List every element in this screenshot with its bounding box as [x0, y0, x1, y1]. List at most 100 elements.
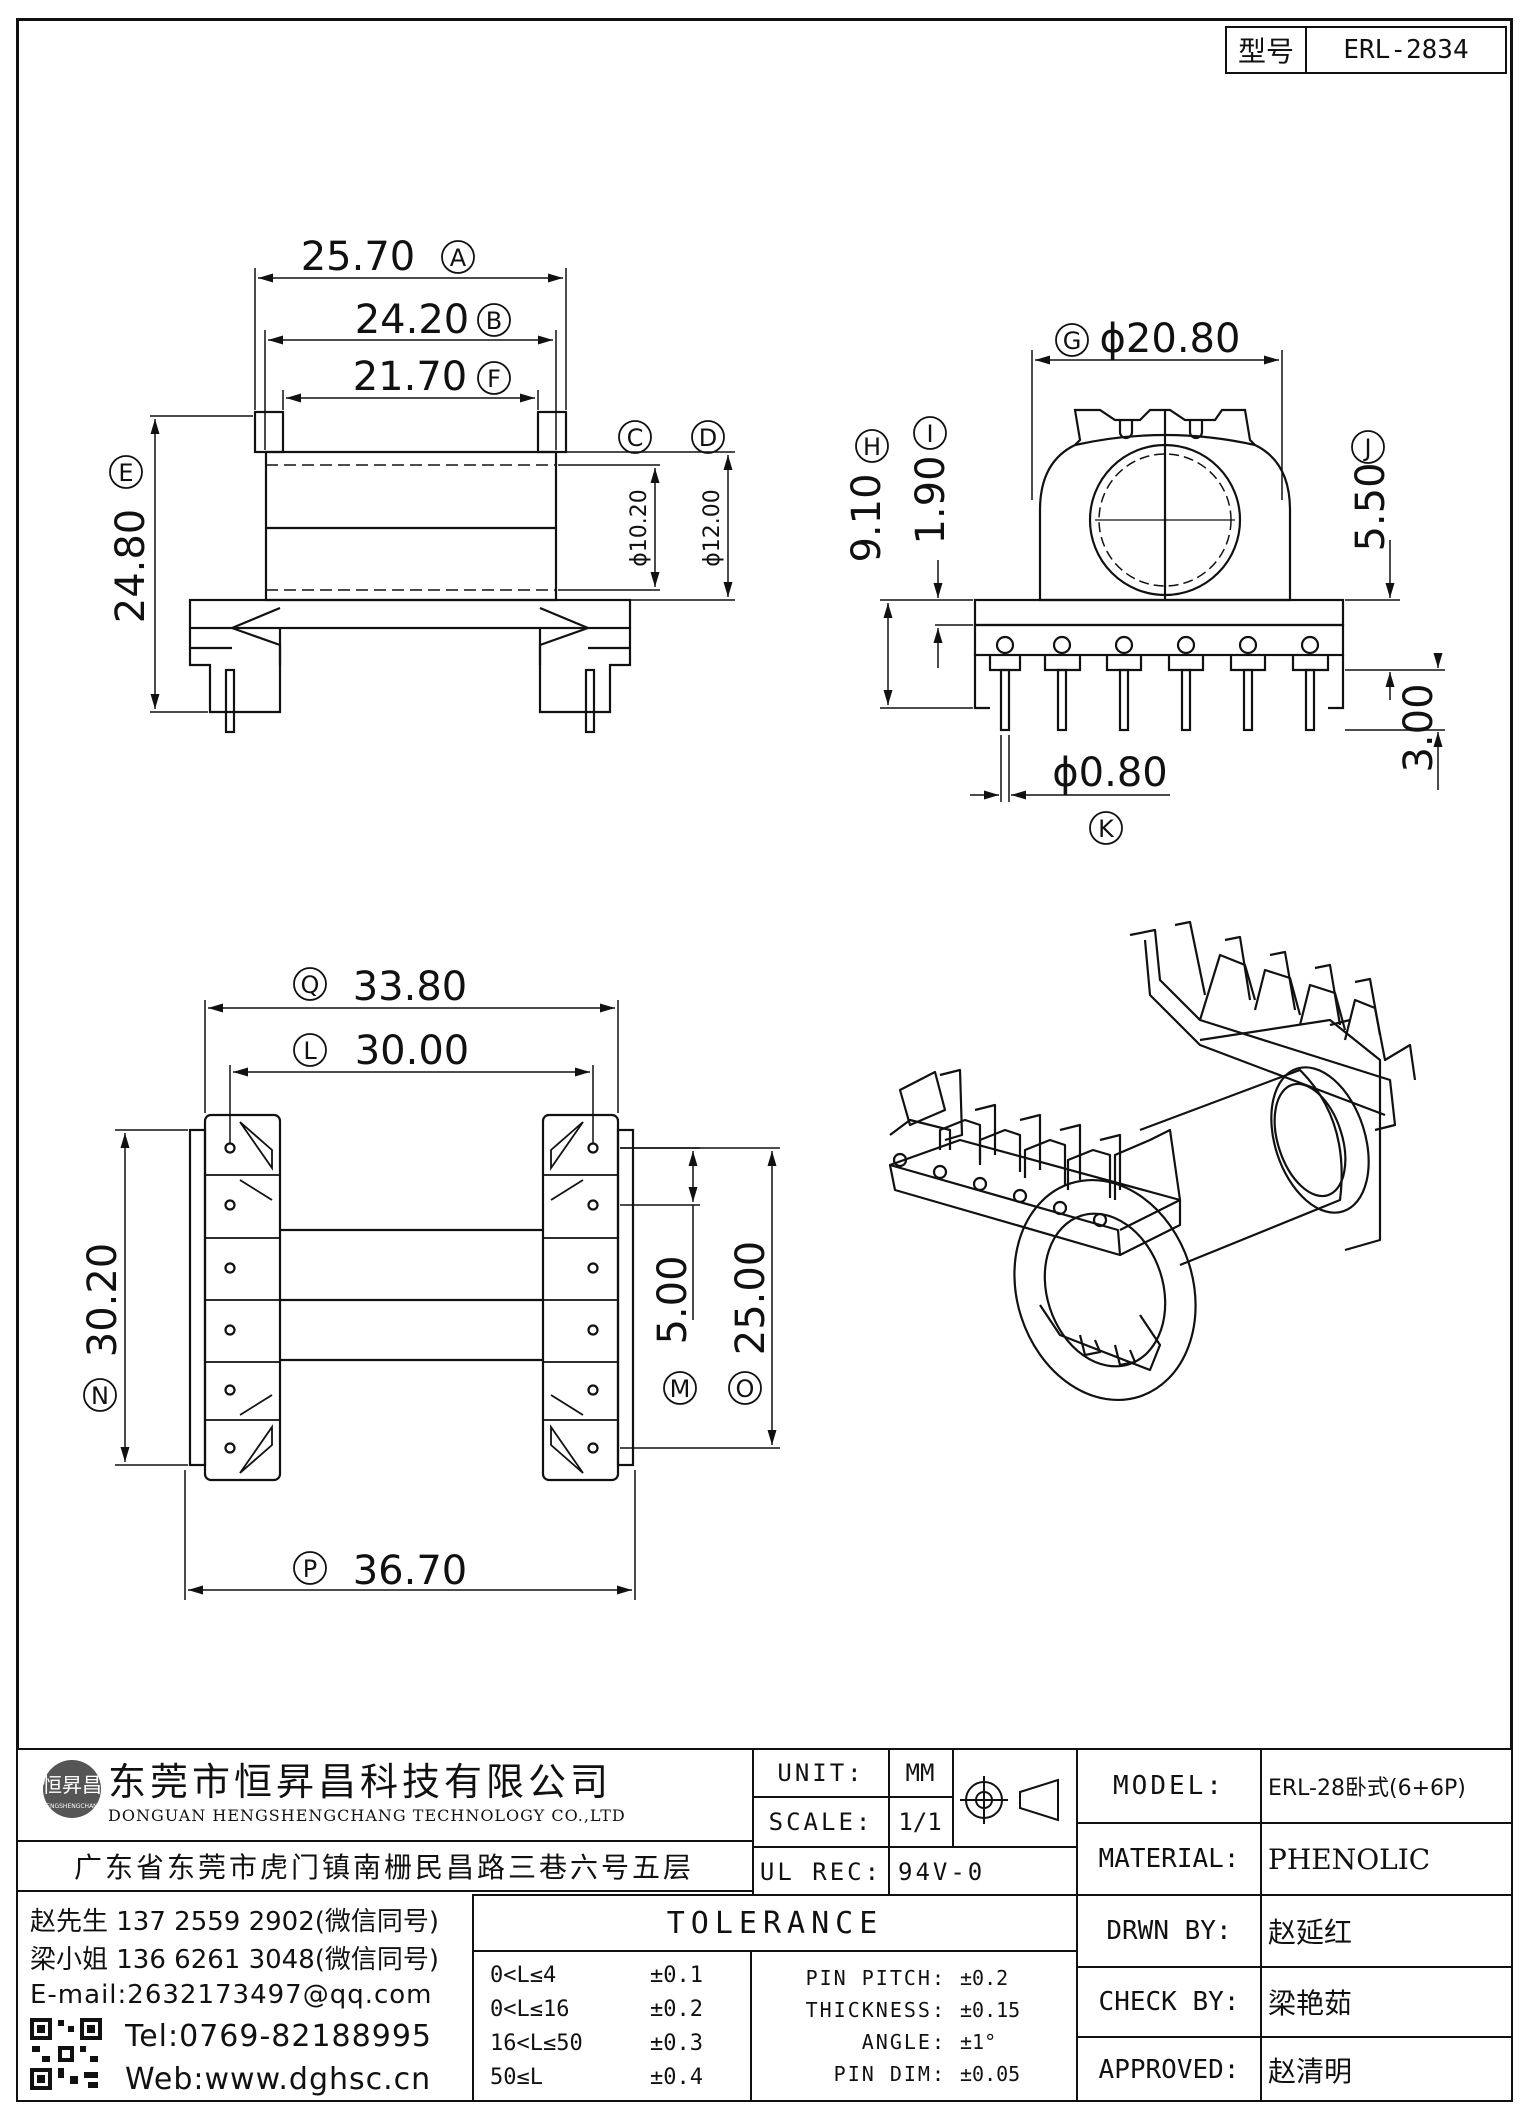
approved-label: APPROVED: [1098, 2055, 1240, 2085]
svg-text:5.50: 5.50 [1348, 462, 1394, 551]
tb-divider [1076, 1894, 1513, 1896]
unit-value: MM [905, 1759, 935, 1787]
svg-text:ϕ12.00: ϕ12.00 [700, 489, 725, 567]
dim-C: C ϕ10.20 [618, 420, 652, 567]
drawn-value: 赵延红 [1268, 1916, 1353, 1949]
svg-text:J: J [1362, 434, 1371, 462]
svg-text:L: L [303, 1037, 317, 1065]
tolerance-row: 0<L≤16±0.2 [490, 1996, 703, 2022]
svg-text:30.00: 30.00 [355, 1028, 470, 1074]
bottom-view [188, 1113, 635, 1482]
tolerance-row: 16<L≤50±0.3 [490, 2030, 703, 2056]
svg-text:1.90: 1.90 [908, 455, 954, 544]
dim-I: I 1.90 [908, 416, 954, 545]
model-box-label: 型号 [1227, 28, 1307, 72]
tb-divider [1076, 1966, 1513, 1968]
tb-divider [1260, 1748, 1262, 2102]
contact-2: 梁小姐 136 6261 3048(微信同号) [30, 1944, 440, 1975]
svg-text:N: N [91, 1382, 109, 1410]
tb-divider [472, 1894, 1076, 1896]
check-value: 梁艳茹 [1268, 1987, 1353, 2020]
svg-text:5.00: 5.00 [650, 1255, 696, 1344]
tb-divider [1076, 1748, 1078, 2102]
svg-text:ϕ10.20: ϕ10.20 [627, 489, 652, 567]
tolerance-spec-row: PIN PITCH:±0.2 [805, 1966, 1009, 1990]
dim-K: ϕ0.80 K [1052, 750, 1168, 845]
svg-text:F: F [487, 365, 501, 393]
svg-text:M: M [670, 1375, 691, 1403]
svg-text:30.20: 30.20 [80, 1243, 126, 1358]
model-box-value: ERL-2834 [1343, 35, 1469, 65]
tolerance-specs: PIN PITCH:±0.2 THICKNESS:±0.15 ANGLE:±1°… [756, 1962, 1074, 2090]
dim-G: G ϕ20.80 [1055, 316, 1241, 362]
tolerance-spec-row: ANGLE:±1° [861, 2030, 997, 2054]
tolerance-row: 50≤L±0.4 [490, 2064, 703, 2090]
website: Web:www.dghsc.cn [125, 2061, 432, 2097]
svg-text:K: K [1098, 815, 1115, 843]
dim-D: D ϕ12.00 [691, 420, 725, 567]
svg-text:3.00: 3.00 [1396, 683, 1442, 772]
drawn-label: DRWN BY: [1106, 1916, 1232, 1946]
ul-value: 94V-0 [898, 1858, 986, 1886]
svg-text:25.00: 25.00 [728, 1241, 774, 1356]
ul-label: UL REC: [759, 1858, 883, 1886]
model-value: ERL-28卧式(6+6P) [1268, 1776, 1466, 1801]
dim-H: H 9.10 [844, 429, 890, 563]
tb-divider [472, 1894, 474, 2102]
dim-E: E 24.80 [108, 455, 154, 624]
svg-text:C: C [627, 424, 644, 452]
svg-text:24.80: 24.80 [108, 509, 154, 624]
svg-text:O: O [736, 1375, 755, 1403]
svg-text:Q: Q [301, 971, 320, 999]
isometric-view [888, 920, 1417, 1402]
svg-text:恒昇昌: 恒昇昌 [42, 1773, 102, 1797]
tb-divider [952, 1748, 954, 1846]
dim-P: P 36.70 [293, 1548, 468, 1594]
svg-text:25.70: 25.70 [301, 234, 416, 280]
dim-J: J 5.50 [1348, 430, 1394, 552]
svg-text:A: A [450, 244, 467, 272]
svg-text:9.10: 9.10 [844, 473, 890, 562]
svg-text:G: G [1063, 327, 1082, 355]
svg-text:21.70: 21.70 [353, 354, 468, 400]
dim-M: 5.00 M [650, 1255, 697, 1405]
tolerance-spec-row: THICKNESS:±0.15 [805, 1998, 1021, 2022]
tb-divider [752, 1796, 952, 1798]
company-logo: 恒昇昌 HENGSHENGCHANG [22, 1758, 122, 1820]
dim-F: 21.70 F [353, 354, 511, 400]
material-label: MATERIAL: [1098, 1844, 1240, 1874]
svg-text:ϕ0.80: ϕ0.80 [1052, 750, 1167, 796]
contact-1: 赵先生 137 2559 2902(微信同号) [30, 1906, 440, 1937]
tolerance-row: 0<L≤4±0.1 [490, 1962, 703, 1988]
scale-label: SCALE: [768, 1808, 874, 1836]
telephone: Tel:0769-82188995 [125, 2018, 432, 2054]
svg-text:ϕ20.80: ϕ20.80 [1100, 316, 1241, 362]
technical-drawing: 25.70 A 24.20 B 21.70 F C ϕ10.20 D [80, 234, 1445, 1600]
dim-A: 25.70 A [301, 234, 475, 280]
dim-L: L 30.00 [293, 1028, 470, 1074]
svg-text:E: E [118, 459, 133, 487]
dim-N: 30.20 N [80, 1243, 126, 1412]
check-label: CHECK BY: [1098, 1987, 1240, 2017]
svg-text:24.20: 24.20 [355, 297, 470, 343]
tb-divider [1076, 1822, 1513, 1824]
tolerance-title: TOLERANCE [666, 1905, 884, 1941]
tb-divider [888, 1748, 890, 1896]
tb-divider [1076, 2036, 1513, 2038]
email: E-mail:2632173497@qq.com [30, 1980, 433, 2010]
svg-text:H: H [863, 433, 881, 461]
company-address: 广东省东莞市虎门镇南栅民昌路三巷六号五层 [16, 1840, 752, 1892]
model-box: 型号 ERL-2834 [1225, 26, 1507, 74]
model-label: MODEL: [1113, 1771, 1225, 1801]
title-block [16, 1748, 1513, 2102]
tb-divider [752, 1748, 754, 1896]
dim-Q: Q 33.80 [293, 964, 467, 1010]
material-value: PHENOLIC [1268, 1842, 1431, 1876]
projection-symbol-icon [958, 1772, 1070, 1828]
approved-value: 赵清明 [1268, 2055, 1353, 2088]
qr-code-icon [28, 2016, 104, 2092]
svg-text:HENGSHENGCHANG: HENGSHENGCHANG [42, 1803, 103, 1810]
tb-divider [472, 1950, 1076, 1952]
svg-text:36.70: 36.70 [353, 1548, 468, 1594]
